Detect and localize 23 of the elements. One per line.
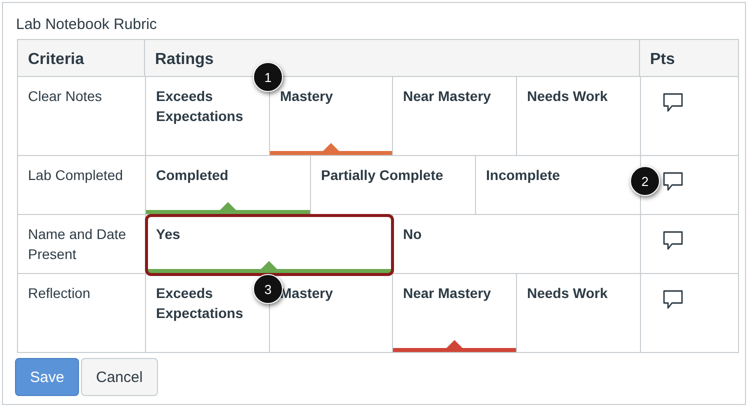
criterion-text: Reflection (28, 284, 90, 303)
rating-text: Needs Work (527, 284, 608, 303)
rubric-title: Lab Notebook Rubric (16, 16, 157, 33)
column-header: Ratings (155, 50, 214, 70)
rating-text: Near Mastery (403, 87, 491, 106)
criterion-text: Clear Notes (28, 87, 102, 106)
cancel-button: Cancel (81, 358, 158, 396)
column-header: Pts (650, 50, 675, 70)
rating-text: Yes (156, 225, 180, 244)
rating-text: Mastery (280, 87, 333, 106)
rating-text: Completed (156, 166, 228, 185)
criterion-text: Name and Date Present (28, 225, 128, 264)
save-button: Save (15, 358, 80, 396)
rating-text: Needs Work (527, 87, 608, 106)
rating-text: Mastery (280, 284, 333, 303)
rating-text: Exceeds Expectations (156, 284, 244, 323)
rating-text: Partially Complete (321, 166, 444, 185)
column-header: Criteria (28, 50, 84, 70)
rating-text: Near Mastery (403, 284, 491, 303)
rating-text: No (403, 225, 422, 244)
rating-text: Incomplete (486, 166, 560, 185)
rating-text: Exceeds Expectations (156, 87, 244, 126)
criterion-text: Lab Completed (28, 166, 123, 185)
